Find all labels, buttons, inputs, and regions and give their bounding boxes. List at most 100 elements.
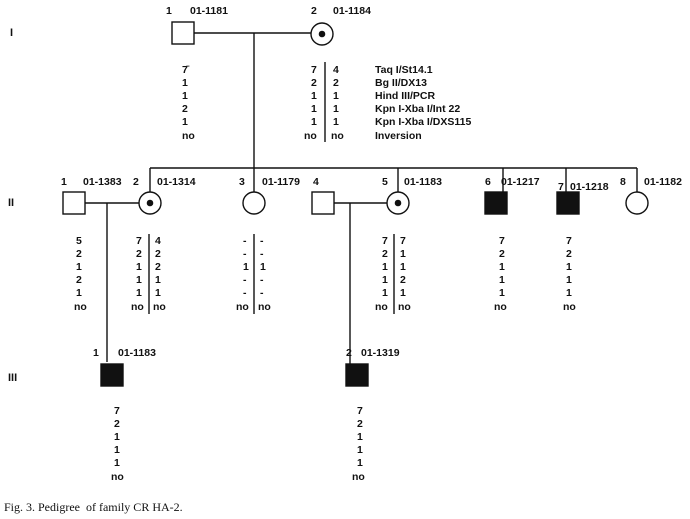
individual-II8-female-unaffected (625, 191, 649, 215)
II5-a1-0: 7 (382, 235, 388, 247)
II3-a2-1: - (260, 248, 264, 260)
II1-id: 01-1383 (83, 176, 122, 188)
II7-number: 7 (558, 181, 564, 193)
marker-legend: Taq I/St14.1 Bg II/DX13 Hind III/PCR Kpn… (375, 64, 471, 142)
I2-a1-2: 1 (311, 90, 317, 102)
III1-allele-1: 2 (114, 418, 120, 430)
II8-id: 01-1182 (644, 176, 682, 188)
III2-allele-5: no (352, 471, 365, 483)
II2-a1-2: 1 (136, 261, 142, 273)
II5-id: 01-1183 (404, 176, 442, 188)
II2-id: 01-1314 (157, 176, 196, 188)
II7-haplotype: 7 2 1 1 1 no (563, 235, 576, 313)
I1-allele-1: 1 (182, 77, 188, 89)
I2-a2-4: 1 (333, 116, 339, 128)
III2-number: 2 (346, 347, 352, 359)
II1-allele-4: 1 (76, 287, 82, 299)
individual-I1-male-unaffected (171, 21, 195, 45)
II6-allele-2: 1 (499, 261, 505, 273)
II2-a1-1: 2 (136, 248, 142, 260)
II5-haplotype: 7 2 1 1 1 no 7 1 1 2 1 no (375, 234, 411, 314)
II5-a2-0: 7 (400, 235, 406, 247)
II5-a2-3: 2 (400, 274, 406, 286)
individual-III2-male-affected (345, 363, 369, 387)
I1-haplotype: 7̄ 1 1 2 1 no (182, 64, 195, 142)
II6-allele-3: 1 (499, 274, 505, 286)
III2-allele-1: 2 (357, 418, 363, 430)
II3-a1-1: - (243, 248, 247, 260)
marker-label-2: Hind III/PCR (375, 90, 436, 102)
II3-a2-3: - (260, 274, 264, 286)
marker-label-1: Bg II/DX13 (375, 77, 427, 89)
II3-id: 01-1179 (262, 176, 300, 188)
II2-a2-3: 1 (155, 274, 161, 286)
II3-a1-0: - (243, 235, 247, 247)
II3-a2-5: no (258, 301, 271, 313)
II3-a1-5: no (236, 301, 249, 313)
generation-label-I: I (10, 27, 13, 39)
II3-a2-0: - (260, 235, 264, 247)
I1-id: 01-1181 (190, 5, 228, 17)
III1-allele-3: 1 (114, 444, 120, 456)
II6-allele-5: no (494, 301, 507, 313)
I2-a2-5: no (331, 130, 344, 142)
individual-II7-male-affected (556, 191, 580, 215)
II2-haplotype: 7 2 1 1 1 no 4 2 2 1 1 no (131, 234, 166, 314)
II2-a2-5: no (153, 301, 166, 313)
III1-allele-5: no (111, 471, 124, 483)
I2-id: 01-1184 (333, 5, 371, 17)
II5-a1-5: no (375, 301, 388, 313)
II5-a2-4: 1 (400, 287, 406, 299)
II5-a1-4: 1 (382, 287, 388, 299)
I2-a2-1: 2 (333, 77, 339, 89)
II1-allele-2: 1 (76, 261, 82, 273)
II7-allele-1: 2 (566, 248, 572, 260)
I2-number: 2 (311, 5, 317, 17)
I2-haplotype: 7 2 1 1 1 no 4 2 1 1 1 no (304, 62, 344, 142)
II2-a2-1: 2 (155, 248, 161, 260)
I1-allele-2: 1 (182, 90, 188, 102)
III1-id: 01-1183 (118, 347, 156, 359)
II2-a1-3: 1 (136, 274, 142, 286)
I1-allele-5: no (182, 130, 195, 142)
III1-haplotype: 7 2 1 1 1 no (111, 405, 124, 483)
II2-carrier-dot (146, 199, 154, 207)
II7-id: 01-1218 (570, 181, 609, 193)
II3-number: 3 (239, 176, 245, 188)
I2-a1-3: 1 (311, 103, 317, 115)
III1-allele-4: 1 (114, 457, 120, 469)
I2-a1-5: no (304, 130, 317, 142)
marker-label-3: Kpn I-Xba I/Int 22 (375, 103, 460, 115)
I1-number: 1 (166, 5, 172, 17)
II3-a2-2: 1 (260, 261, 266, 273)
II1-allele-1: 2 (76, 248, 82, 260)
marker-label-0: Taq I/St14.1 (375, 64, 433, 76)
II3-a1-3: - (243, 274, 247, 286)
II1-allele-0: 5 (76, 235, 82, 247)
II2-a1-0: 7 (136, 235, 142, 247)
II2-a1-4: 1 (136, 287, 142, 299)
III1-allele-2: 1 (114, 431, 120, 443)
II7-allele-2: 1 (566, 261, 572, 273)
II5-a2-2: 1 (400, 261, 406, 273)
I1-allele-3: 2 (182, 103, 188, 115)
II3-a1-2: 1 (243, 261, 249, 273)
II7-allele-4: 1 (566, 287, 572, 299)
III2-allele-4: 1 (357, 457, 363, 469)
II3-a2-4: - (260, 287, 264, 299)
I2-a1-4: 1 (311, 116, 317, 128)
II2-a2-2: 2 (155, 261, 161, 273)
marker-label-5: Inversion (375, 130, 422, 142)
individual-II1-male-unaffected (62, 191, 86, 215)
II2-a2-0: 4 (155, 235, 161, 247)
II5-a1-2: 1 (382, 261, 388, 273)
II8-number: 8 (620, 176, 626, 188)
III2-allele-3: 1 (357, 444, 363, 456)
III2-allele-2: 1 (357, 431, 363, 443)
II3-a1-4: - (243, 287, 247, 299)
II1-allele-5: no (74, 301, 87, 313)
II5-a2-5: no (398, 301, 411, 313)
individual-II3-female-unaffected (242, 191, 266, 215)
II7-allele-3: 1 (566, 274, 572, 286)
